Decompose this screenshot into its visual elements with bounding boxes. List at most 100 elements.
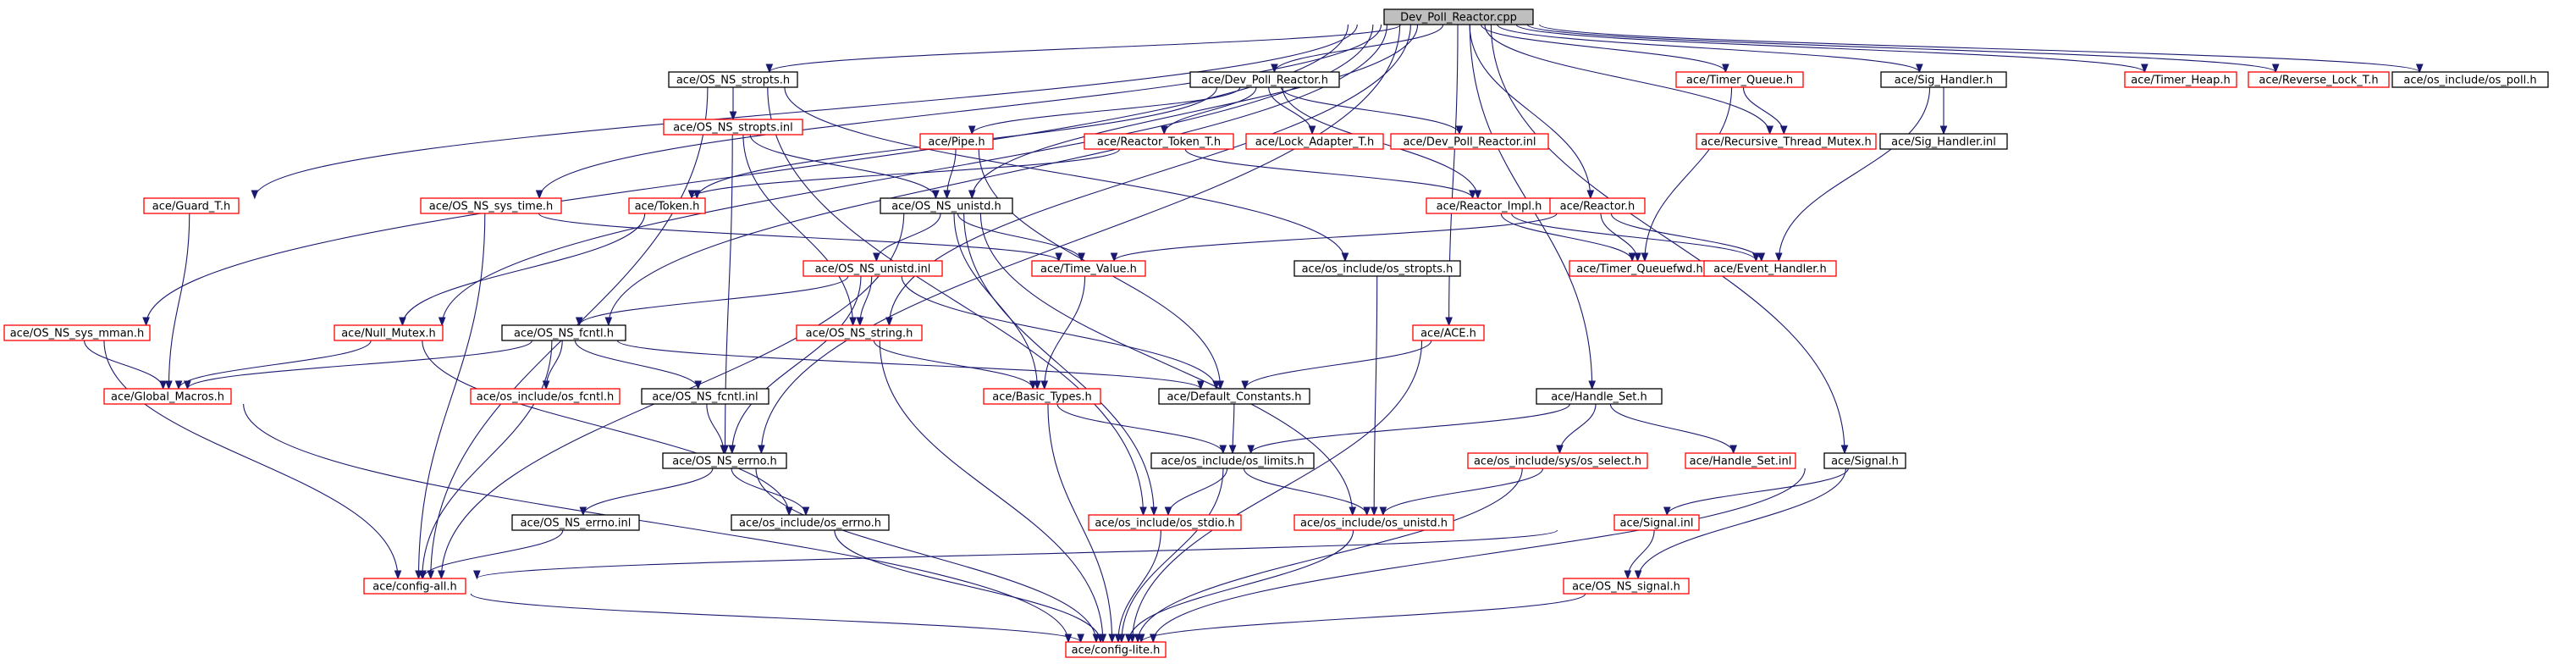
node-handleset_h[interactable]: ace/Handle_Set.h — [1536, 388, 1663, 405]
node-nullmutex_h[interactable]: ace/Null_Mutex.h — [334, 324, 444, 341]
arrowhead-stropts_h-to-osi_stdio_h — [1139, 506, 1147, 517]
node-lockadapter_h[interactable]: ace/Lock_Adapter_T.h — [1245, 133, 1384, 150]
arrowhead-errno_h-to-errno_inl — [579, 506, 587, 517]
node-timevalue_h[interactable]: ace/Time_Value.h — [1031, 260, 1146, 277]
node-fcntl_inl[interactable]: ace/OS_NS_fcntl.inl — [641, 388, 769, 405]
node-osi_stdio_h[interactable]: ace/os_include/os_stdio.h — [1088, 514, 1242, 531]
edge-root-to-unistd_h — [971, 24, 1419, 199]
node-box — [919, 133, 994, 150]
node-label: ace/Reverse_Lock_T.h — [2259, 75, 2378, 87]
arrowhead-root-to-systime_h — [535, 190, 543, 200]
node-recmutex_h[interactable]: ace/Recursive_Thread_Mutex.h — [1696, 133, 1877, 150]
node-label: ace/OS_NS_stropts.inl — [673, 122, 793, 135]
edge-fcntl_h-to-defconst_h — [616, 340, 1201, 390]
node-guard_h[interactable]: ace/Guard_T.h — [143, 197, 240, 214]
arrowhead-unistd_inl-to-string_h — [856, 317, 864, 327]
node-defconst_h[interactable]: ace/Default_Constants.h — [1158, 388, 1310, 405]
node-fcntl_h[interactable]: ace/OS_NS_fcntl.h — [501, 324, 626, 341]
node-configall_h[interactable]: ace/config-all.h — [363, 578, 466, 595]
node-limits_h[interactable]: ace/os_include/os_limits.h — [1150, 452, 1315, 469]
node-label: ace/Sig_Handler.h — [1895, 75, 1993, 87]
node-signal_ns_h[interactable]: ace/OS_NS_signal.h — [1563, 578, 1690, 595]
node-root[interactable]: Dev_Poll_Reactor.cpp — [1383, 8, 1534, 25]
node-errno_h[interactable]: ace/OS_NS_errno.h — [662, 452, 787, 469]
arrowhead-limits_h-to-osi_stdio_h — [1164, 506, 1172, 517]
arrowhead-reactortoken_h-to-token_h — [687, 190, 696, 200]
edge-reactortoken_h-to-token_h — [691, 148, 1121, 199]
arrowhead-osi_errno_h-to-configlite_h — [1096, 634, 1105, 644]
node-box — [1390, 133, 1549, 150]
arrowhead-osi_stdio_h-to-configlite_h — [1114, 634, 1123, 644]
node-basictypes_h[interactable]: ace/Basic_Types.h — [983, 388, 1101, 405]
edge-fcntl_h-to-globalmacros_h — [186, 340, 533, 390]
arrowhead-errno_h-to-osi_errno_h — [802, 506, 810, 517]
node-systime_h[interactable]: ace/OS_NS_sys_time.h — [420, 197, 562, 214]
edge-root-to-poll_h — [1539, 24, 2420, 73]
node-label: ace/Handle_Set.inl — [1690, 456, 1792, 468]
node-unistd_h[interactable]: ace/OS_NS_unistd.h — [880, 197, 1013, 214]
node-configlite_h[interactable]: ace/config-lite.h — [1065, 641, 1167, 658]
node-token_h[interactable]: ace/Token.h — [628, 197, 706, 214]
arrowhead-root-to-timerheap_h — [2141, 64, 2149, 74]
node-globalmacros_h[interactable]: ace/Global_Macros.h — [103, 388, 232, 405]
arrowhead-pipe_h-to-unistd_h — [943, 190, 951, 200]
arrowhead-timerq_h-to-tqfwd_h — [1641, 252, 1649, 263]
node-box — [1189, 71, 1340, 88]
node-label: ace/Event_Handler.h — [1713, 263, 1827, 276]
edge-root-to-ace_h — [1448, 24, 1459, 326]
node-dpr_h[interactable]: ace/Dev_Poll_Reactor.h — [1189, 71, 1340, 88]
node-box — [1880, 71, 2007, 88]
edge-root-to-timerq_h — [1481, 24, 1726, 73]
node-osi_fcntl_h[interactable]: ace/os_include/os_fcntl.h — [470, 388, 621, 405]
edge-timevalue_h-to-basictypes_h — [1044, 275, 1086, 390]
arrowhead-dpr_h-to-lockadapter_h — [1308, 125, 1316, 136]
node-evhandler_h[interactable]: ace/Event_Handler.h — [1703, 260, 1837, 277]
edge-unistd_inl-to-errno_h — [731, 275, 862, 454]
node-label: ace/OS_NS_errno.inl — [521, 517, 632, 530]
node-dpr_inl[interactable]: ace/Dev_Poll_Reactor.inl — [1390, 133, 1549, 150]
arrowhead-ace_h-to-defconst_h — [1241, 380, 1249, 390]
arrowhead-reactortoken_h-to-reactorimpl_h — [1469, 190, 1476, 200]
node-pipe_h[interactable]: ace/Pipe.h — [919, 133, 994, 150]
node-handleset_inl[interactable]: ace/Handle_Set.inl — [1685, 452, 1796, 469]
arrowhead-dpr_h-to-reactortoken_h — [1160, 125, 1168, 136]
node-box — [796, 324, 923, 341]
edge-root-to-recmutex_h — [1484, 24, 1771, 135]
node-revlock_h[interactable]: ace/Reverse_Lock_T.h — [2248, 71, 2390, 88]
node-box — [103, 388, 232, 405]
node-stropts_inl[interactable]: ace/OS_NS_stropts.inl — [663, 119, 803, 136]
node-osi_stropts_h[interactable]: ace/os_include/os_stropts.h — [1294, 260, 1461, 277]
edge-signal_h-to-configlite_h — [1152, 468, 1806, 643]
node-errno_inl[interactable]: ace/OS_NS_errno.inl — [511, 514, 640, 531]
node-reactor_h[interactable]: ace/Reactor.h — [1549, 197, 1646, 214]
node-tqfwd_h[interactable]: ace/Timer_Queuefwd.h — [1569, 260, 1711, 277]
arrowhead-dpr_h-to-reactorimpl_h — [1474, 190, 1482, 200]
edge-stropts_inl-to-errno_h — [724, 134, 733, 454]
node-timerq_h[interactable]: ace/Timer_Queue.h — [1675, 71, 1804, 88]
node-unistd_inl[interactable]: ace/OS_NS_unistd.inl — [803, 260, 943, 277]
node-sighandler_inl[interactable]: ace/Sig_Handler.inl — [1879, 133, 2008, 150]
node-label: Dev_Poll_Reactor.cpp — [1400, 12, 1517, 25]
node-box — [983, 388, 1101, 405]
node-signal_h[interactable]: ace/Signal.h — [1823, 452, 1906, 469]
node-sighandler_h[interactable]: ace/Sig_Handler.h — [1880, 71, 2007, 88]
node-stropts_h[interactable]: ace/OS_NS_stropts.h — [668, 71, 798, 88]
arrowhead-stropts_inl-to-unistd_h — [932, 190, 940, 200]
node-string_h[interactable]: ace/OS_NS_string.h — [796, 324, 923, 341]
node-box — [420, 197, 562, 214]
node-label: ace/Lock_Adapter_T.h — [1255, 136, 1374, 149]
node-ace_h[interactable]: ace/ACE.h — [1412, 324, 1485, 341]
node-reactorimpl_h[interactable]: ace/Reactor_Impl.h — [1426, 197, 1553, 214]
node-box — [501, 324, 626, 341]
node-timerheap_h[interactable]: ace/Timer_Heap.h — [2124, 71, 2237, 88]
node-box — [1158, 388, 1310, 405]
node-poll_h[interactable]: ace/os_include/os_poll.h — [2391, 71, 2549, 88]
node-sysmman_h[interactable]: ace/OS_NS_sys_mman.h — [3, 324, 151, 341]
node-reactortoken_h[interactable]: ace/Reactor_Token_T.h — [1084, 133, 1234, 150]
node-signal_inl[interactable]: ace/Signal.inl — [1613, 514, 1700, 531]
node-osi_errno_h[interactable]: ace/os_include/os_errno.h — [731, 514, 890, 531]
node-osi_unistd_h[interactable]: ace/os_include/os_unistd.h — [1294, 514, 1454, 531]
node-label: ace/os_include/os_fcntl.h — [477, 391, 614, 404]
arrowhead-unistd_h-to-timevalue_h — [1078, 252, 1085, 263]
node-osselect_h[interactable]: ace/os_include/sys/os_select.h — [1467, 452, 1648, 469]
